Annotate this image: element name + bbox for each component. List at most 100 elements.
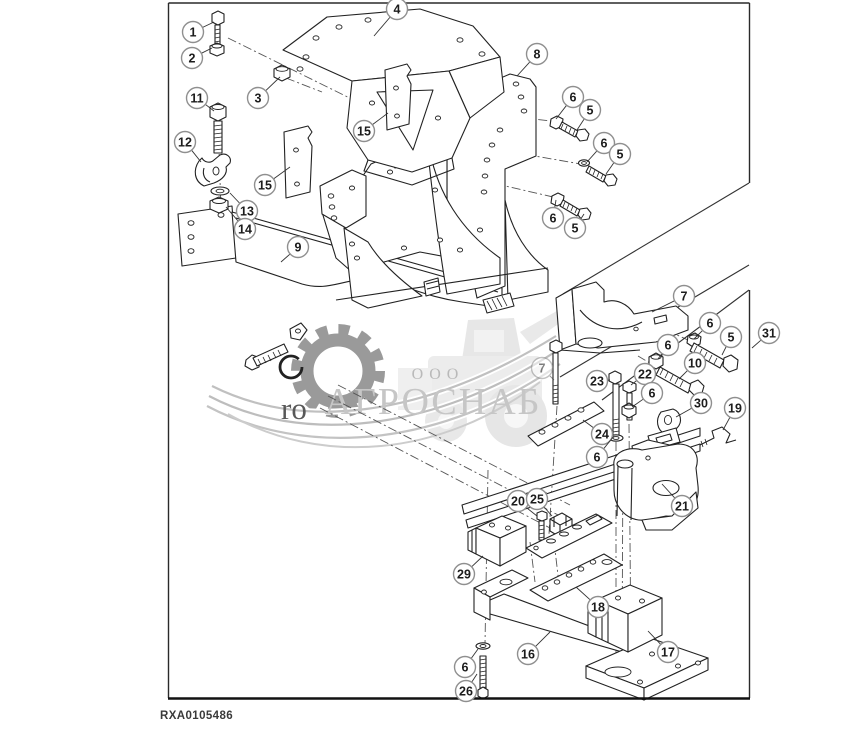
callout-25: 25 [525, 487, 553, 517]
svg-text:6: 6 [594, 450, 601, 464]
part-16-drawbar-frame [473, 569, 709, 701]
nut-3 [273, 64, 291, 82]
part-19-pin [699, 426, 737, 448]
watermark-fragment: ro [281, 391, 307, 426]
svg-text:6: 6 [462, 660, 469, 674]
nut-2 [209, 42, 225, 57]
svg-text:5: 5 [572, 221, 579, 235]
callout-31: 31 [751, 321, 781, 349]
watermark: ООО АГРОСНАБ ro [205, 308, 568, 449]
bolt-washer-ring-left [244, 322, 308, 380]
clamp-12 [194, 153, 231, 187]
callout-5: 5 [605, 142, 632, 175]
callout-6: 6 [555, 85, 585, 120]
svg-text:6: 6 [550, 211, 557, 225]
callout-9: 9 [280, 235, 310, 263]
bolt-1 [211, 10, 225, 48]
callout-3: 3 [246, 76, 281, 110]
callout-5: 5 [719, 325, 743, 356]
figure-code: RXA0105486 [160, 710, 233, 722]
part-24-strap [527, 401, 605, 447]
svg-text:30: 30 [694, 396, 708, 410]
svg-text:1: 1 [190, 25, 197, 39]
gear-icon [291, 324, 385, 418]
svg-text:15: 15 [357, 124, 371, 138]
part-15-plates [283, 63, 412, 199]
svg-text:9: 9 [295, 240, 302, 254]
washer-6-bottom [475, 642, 491, 650]
callout-11: 11 [185, 86, 215, 112]
callout-15: 15 [352, 112, 389, 143]
watermark-brand: АГРОСНАБ [325, 381, 542, 423]
callout-26: 26 [454, 673, 478, 703]
svg-text:16: 16 [521, 647, 535, 661]
svg-text:2: 2 [189, 51, 196, 65]
callout-6: 6 [453, 648, 479, 679]
callout-5: 5 [576, 98, 602, 131]
svg-text:12: 12 [178, 135, 192, 149]
svg-text:7: 7 [681, 289, 688, 303]
svg-text:8: 8 [534, 47, 541, 61]
svg-text:13: 13 [240, 204, 254, 218]
callout-7: 7 [530, 356, 555, 381]
svg-text:7: 7 [539, 361, 546, 375]
svg-text:10: 10 [688, 356, 702, 370]
bolt-11 [209, 102, 227, 154]
callout-8: 8 [516, 42, 549, 77]
callout-6: 6 [586, 131, 616, 163]
svg-text:29: 29 [457, 567, 471, 581]
callout-6: 6 [693, 311, 722, 340]
callout-19: 19 [722, 396, 747, 431]
callout-12: 12 [173, 130, 202, 163]
callout-16: 16 [516, 631, 551, 666]
hatched-pad [482, 292, 515, 314]
callout-2: 2 [180, 46, 213, 70]
svg-text:15: 15 [258, 178, 272, 192]
callout-22: 22 [630, 362, 657, 386]
callout-7: 7 [651, 284, 696, 313]
svg-text:19: 19 [728, 401, 742, 415]
svg-text:21: 21 [675, 499, 689, 513]
svg-text:20: 20 [511, 494, 525, 508]
callout-6: 6 [631, 381, 664, 408]
callout-1: 1 [181, 20, 215, 44]
callout-17: 17 [647, 630, 680, 664]
callout-5: 5 [563, 213, 587, 240]
callout-21: 21 [661, 483, 694, 518]
callout-15: 15 [253, 166, 291, 197]
callout-6: 6 [656, 333, 680, 360]
bolt-20 [536, 510, 548, 541]
svg-text:6: 6 [707, 316, 714, 330]
svg-text:24: 24 [595, 427, 609, 441]
svg-text:23: 23 [590, 374, 604, 388]
callout-10: 10 [678, 351, 707, 380]
svg-text:6: 6 [665, 338, 672, 352]
svg-text:5: 5 [617, 147, 624, 161]
svg-text:3: 3 [255, 91, 262, 105]
svg-text:31: 31 [762, 326, 776, 340]
svg-text:5: 5 [587, 103, 594, 117]
nut-14 [209, 196, 229, 214]
callout-29: 29 [452, 555, 484, 586]
callout-24: 24 [582, 419, 614, 446]
swoosh-lines [205, 333, 562, 449]
bolt-26 [477, 655, 489, 700]
svg-text:25: 25 [530, 492, 544, 506]
bolt-set-5-6-upper [549, 115, 618, 221]
part-18-plates [525, 513, 623, 602]
svg-text:4: 4 [394, 2, 401, 16]
washer-13 [210, 186, 230, 196]
callout-30: 30 [675, 391, 713, 418]
svg-text:22: 22 [638, 367, 652, 381]
bolts-22-23 [608, 370, 637, 442]
svg-text:6: 6 [601, 136, 608, 150]
part-4-top-bracket [282, 8, 505, 186]
svg-text:26: 26 [459, 684, 473, 698]
part-8-chassis-plates [319, 73, 549, 314]
svg-text:11: 11 [190, 91, 203, 105]
svg-text:14: 14 [238, 222, 252, 236]
svg-text:17: 17 [661, 645, 675, 659]
